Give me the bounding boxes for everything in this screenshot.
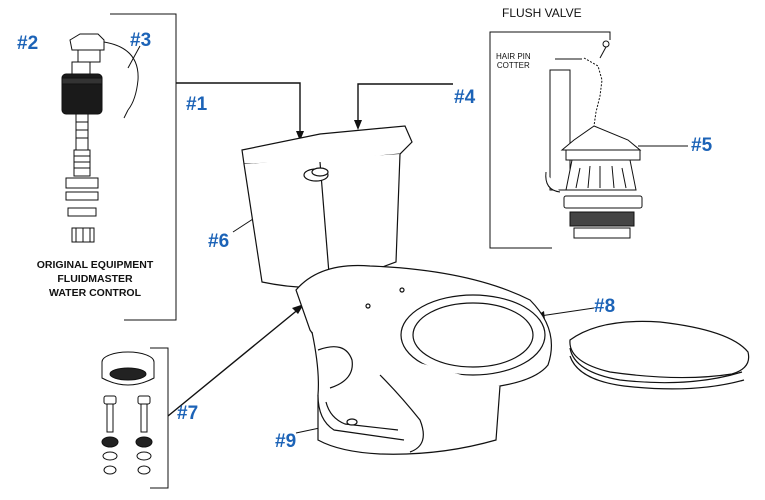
callout-5: #5 — [691, 135, 713, 156]
fill-valve-caption-line-3: WATER CONTROL — [49, 287, 141, 299]
callout-4: #4 — [454, 87, 476, 108]
flush-valve-illustration — [545, 40, 643, 239]
callout-9: #9 — [275, 431, 297, 452]
fill-valve-bracket — [110, 13, 177, 321]
hair-pin-cotter-label: HAIR PIN COTTER — [496, 52, 531, 70]
hair-pin-line-1: HAIR PIN — [496, 52, 531, 61]
callout-1: #1 — [186, 94, 208, 115]
callout-8: #8 — [594, 296, 616, 317]
leader-8 — [539, 307, 595, 317]
arrow-1 — [296, 131, 304, 141]
fill-valve-caption: ORIGINAL EQUIPMENT FLUIDMASTER WATER CON… — [20, 258, 170, 300]
hardware-illustration — [101, 351, 155, 475]
arrow-7 — [292, 304, 304, 314]
callout-2: #2 — [17, 33, 39, 54]
callout-6: #6 — [208, 231, 230, 252]
hair-pin-line-2: COTTER — [496, 61, 530, 70]
hardware-bracket — [150, 347, 169, 489]
leader-1 — [176, 82, 301, 133]
bracket-lines — [110, 13, 688, 489]
leader-4 — [357, 83, 453, 122]
fill-valve-caption-line-1: ORIGINAL EQUIPMENT — [36, 259, 154, 271]
fill-valve-caption-line-2: FLUIDMASTER — [57, 273, 133, 285]
callout-7: #7 — [177, 403, 199, 424]
leader-7 — [167, 307, 301, 417]
fill-valve-illustration — [61, 33, 139, 243]
arrow-4 — [354, 120, 362, 130]
leader-3 — [127, 45, 141, 69]
callout-3: #3 — [130, 30, 152, 51]
toilet-illustration — [241, 125, 552, 455]
flush-valve-bracket — [489, 31, 611, 249]
flush-valve-title: FLUSH VALVE — [502, 6, 582, 20]
seat-illustration — [569, 320, 750, 390]
